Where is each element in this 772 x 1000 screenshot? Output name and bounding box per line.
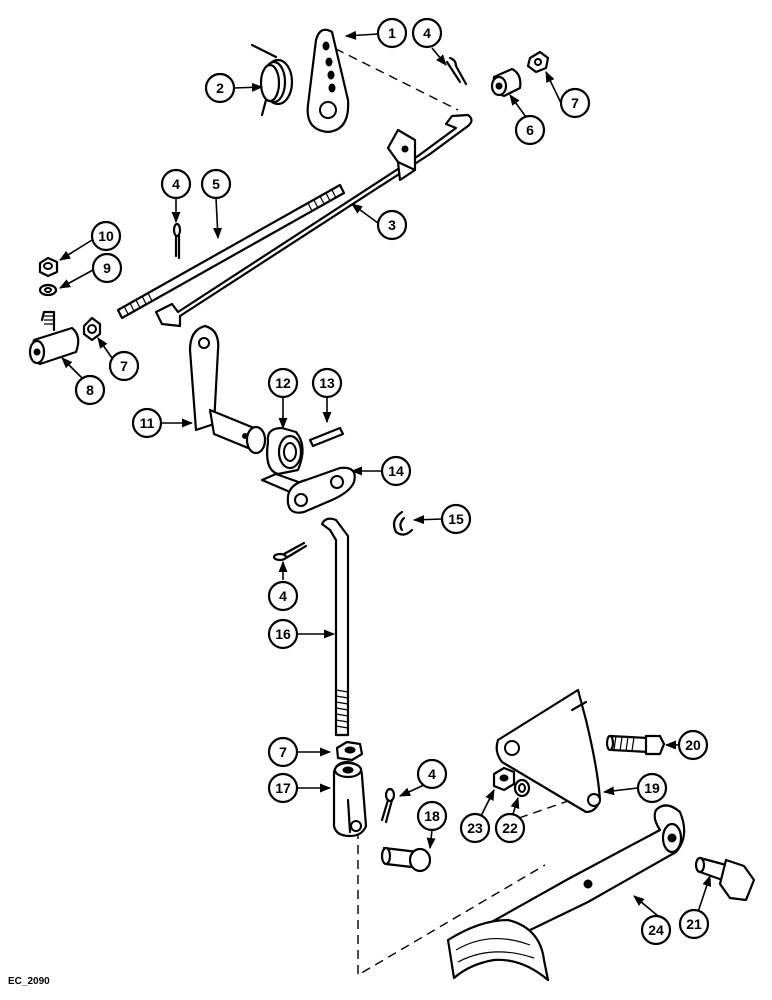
part-15-retaining-clip xyxy=(392,510,414,536)
part-21-shoulder-bolt xyxy=(694,856,756,902)
callout-label: 8 xyxy=(86,382,94,398)
callout-15: 15 xyxy=(440,503,472,535)
callout-label: 4 xyxy=(428,766,436,782)
callout-label: 17 xyxy=(275,780,291,796)
callout-label: 22 xyxy=(502,820,518,836)
callout-11: 11 xyxy=(131,407,163,439)
part-2-torsion-spring xyxy=(250,43,294,117)
callout-4: 4 xyxy=(160,168,192,200)
part-16-long-rod xyxy=(320,517,350,737)
callout-label: 7 xyxy=(571,95,579,111)
callout-24: 24 xyxy=(640,914,672,946)
part-17-clevis xyxy=(332,760,368,838)
part-5-threaded-rod xyxy=(116,183,346,320)
callout-10: 10 xyxy=(90,220,122,252)
callout-label: 4 xyxy=(423,25,431,41)
part-19-bracket xyxy=(495,688,602,814)
part-14-link-plate xyxy=(286,466,356,514)
callout-21: 21 xyxy=(678,908,710,940)
part-22-lock-washer xyxy=(513,778,531,798)
assembly-lines xyxy=(321,41,601,977)
part-7-nut-top xyxy=(526,50,550,74)
callout-8: 8 xyxy=(74,374,106,406)
callout-1: 1 xyxy=(376,17,408,49)
part-9-lock-washer xyxy=(38,283,58,297)
callout-16: 16 xyxy=(267,618,299,650)
callout-5: 5 xyxy=(200,168,232,200)
part-18-clevis-pin xyxy=(380,846,432,873)
callout-9: 9 xyxy=(91,252,123,284)
callout-label: 4 xyxy=(172,176,180,192)
part-7-nut-bottom xyxy=(335,740,364,762)
callout-14: 14 xyxy=(380,455,412,487)
leader-lines xyxy=(59,30,712,917)
callout-label: 5 xyxy=(212,176,220,192)
callout-label: 6 xyxy=(526,122,534,138)
callout-label: 9 xyxy=(103,260,111,276)
part-24-pedal-arm xyxy=(446,804,686,982)
callout-label: 16 xyxy=(275,626,291,642)
callout-label: 10 xyxy=(98,228,114,244)
callout-2: 2 xyxy=(204,72,236,104)
callout-label: 18 xyxy=(424,808,440,824)
callout-7: 7 xyxy=(267,736,299,768)
callout-19: 19 xyxy=(636,772,668,804)
callout-4: 4 xyxy=(267,580,299,612)
callout-label: 13 xyxy=(319,375,335,391)
callout-label: 1 xyxy=(388,25,396,41)
callout-17: 17 xyxy=(267,772,299,804)
callout-label: 24 xyxy=(648,922,664,938)
callout-label: 4 xyxy=(279,588,287,604)
part-4-cotter-pin-middle xyxy=(272,541,308,562)
callout-label: 21 xyxy=(686,916,702,932)
part-7-nut-left xyxy=(82,316,102,342)
callout-18: 18 xyxy=(416,800,448,832)
part-20-bolt xyxy=(605,734,666,756)
callout-label: 20 xyxy=(685,737,701,753)
callout-label: 15 xyxy=(448,511,464,527)
part-11-lever-arm xyxy=(188,324,267,455)
callout-4: 4 xyxy=(411,17,443,49)
callout-6: 6 xyxy=(514,114,546,146)
callout-23: 23 xyxy=(459,812,491,844)
part-10-nut xyxy=(38,256,59,278)
part-8-swivel xyxy=(28,310,80,366)
part-4-cotter-pin-bottom xyxy=(380,787,396,824)
callout-3: 3 xyxy=(376,209,408,241)
callout-label: 11 xyxy=(140,415,155,431)
callout-7: 7 xyxy=(108,350,140,382)
callout-13: 13 xyxy=(311,367,343,399)
part-3-bent-rod xyxy=(154,113,473,328)
part-23-nut xyxy=(492,766,516,792)
callout-4: 4 xyxy=(416,758,448,790)
callout-20: 20 xyxy=(677,729,709,761)
part-6-bushing xyxy=(490,67,522,98)
part-4-cotter-pin-left xyxy=(172,222,182,260)
callout-label: 14 xyxy=(388,463,404,479)
part-12-collar xyxy=(260,426,306,494)
callout-label: 7 xyxy=(279,744,287,760)
callout-label: 12 xyxy=(275,375,291,391)
callout-label: 2 xyxy=(216,80,224,96)
callout-22: 22 xyxy=(494,812,526,844)
figure-code: EC_2090 xyxy=(8,976,50,987)
callout-12: 12 xyxy=(267,367,299,399)
callout-label: 19 xyxy=(644,780,660,796)
callout-label: 23 xyxy=(467,820,483,836)
callout-label: 7 xyxy=(120,358,128,374)
part-4-cotter-pin-top xyxy=(445,56,468,86)
callout-label: 3 xyxy=(388,217,396,233)
part-1-lever-plate xyxy=(306,28,350,134)
callout-7: 7 xyxy=(559,87,591,119)
part-13-roll-pin xyxy=(308,426,345,448)
